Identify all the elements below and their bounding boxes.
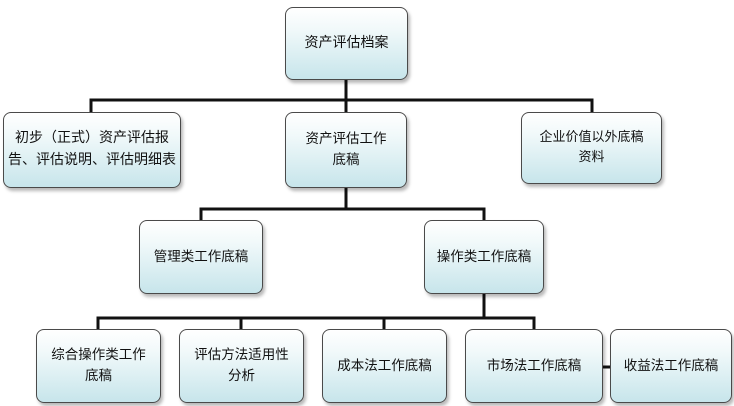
- node-label: 操作类工作底稿: [436, 248, 532, 265]
- node-appraisal-workpaper: 资产评估工作底稿: [285, 112, 407, 188]
- node-label: 初步（正式）资产评估报告、评估说明、评估明细表: [8, 130, 176, 168]
- node-label: 成本法工作底稿: [337, 357, 432, 374]
- node-comprehensive-operation-workpaper: 综合操作类工作底稿: [36, 329, 161, 403]
- node-label: 市场法工作底稿: [486, 357, 582, 374]
- node-label: 评估方法适用性分析: [194, 347, 289, 384]
- node-label: 收益法工作底稿: [623, 357, 719, 374]
- node-cost-method-workpaper: 成本法工作底稿: [322, 329, 447, 403]
- node-initial-formal-report: 初步（正式）资产评估报告、评估说明、评估明细表: [3, 112, 181, 188]
- node-label: 管理类工作底稿: [153, 248, 249, 265]
- node-label: 企业价值以外底稿资料: [539, 129, 644, 165]
- node-label: 资产评估工作底稿: [305, 131, 387, 168]
- node-operation-workpaper: 操作类工作底稿: [424, 220, 544, 294]
- node-asset-appraisal-archive: 资产评估档案: [285, 7, 408, 80]
- node-label: 资产评估档案: [304, 34, 389, 51]
- node-label: 综合操作类工作底稿: [51, 347, 146, 384]
- node-non-enterprise-value-materials: 企业价值以外底稿资料: [521, 112, 662, 184]
- node-market-method-workpaper: 市场法工作底稿: [465, 329, 603, 403]
- node-management-workpaper: 管理类工作底稿: [139, 220, 263, 294]
- node-method-applicability-analysis: 评估方法适用性分析: [179, 329, 304, 403]
- node-income-method-workpaper: 收益法工作底稿: [610, 329, 732, 403]
